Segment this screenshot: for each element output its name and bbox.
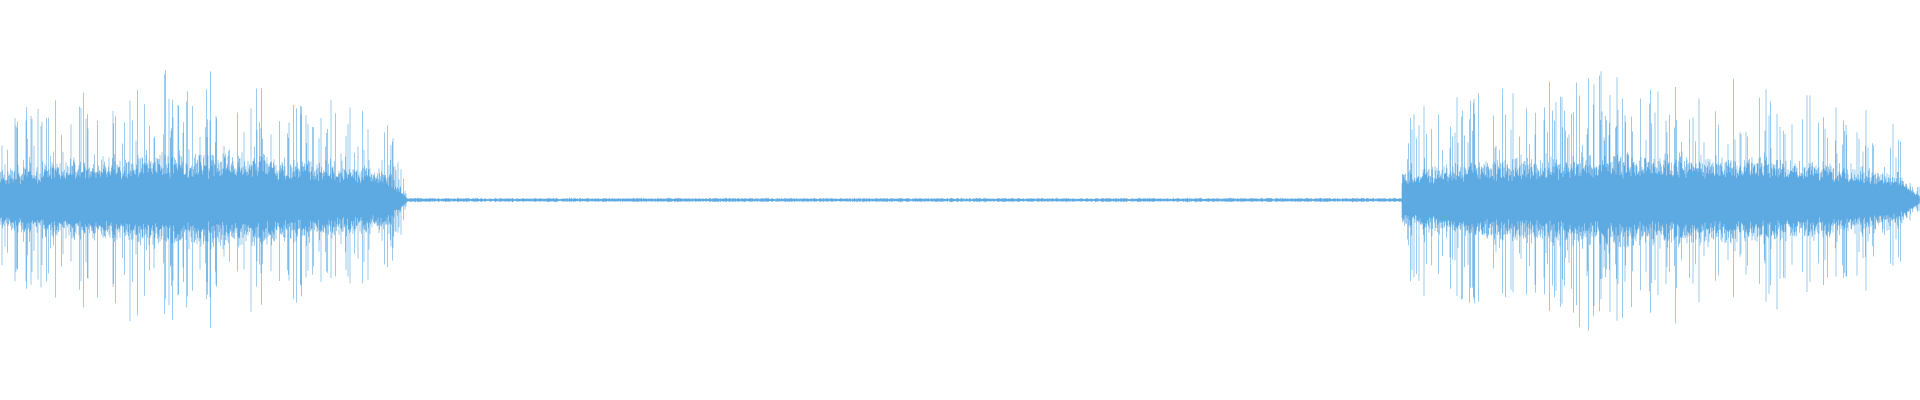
waveform-samples bbox=[0, 70, 1920, 331]
waveform-segment-second-burst bbox=[1401, 71, 1920, 331]
waveform-segment-first-burst bbox=[0, 70, 407, 328]
waveform-segment-quiet-section bbox=[406, 197, 1402, 203]
waveform-trace bbox=[0, 70, 407, 328]
waveform-trace bbox=[1401, 71, 1920, 331]
waveform-trace bbox=[406, 197, 1402, 203]
